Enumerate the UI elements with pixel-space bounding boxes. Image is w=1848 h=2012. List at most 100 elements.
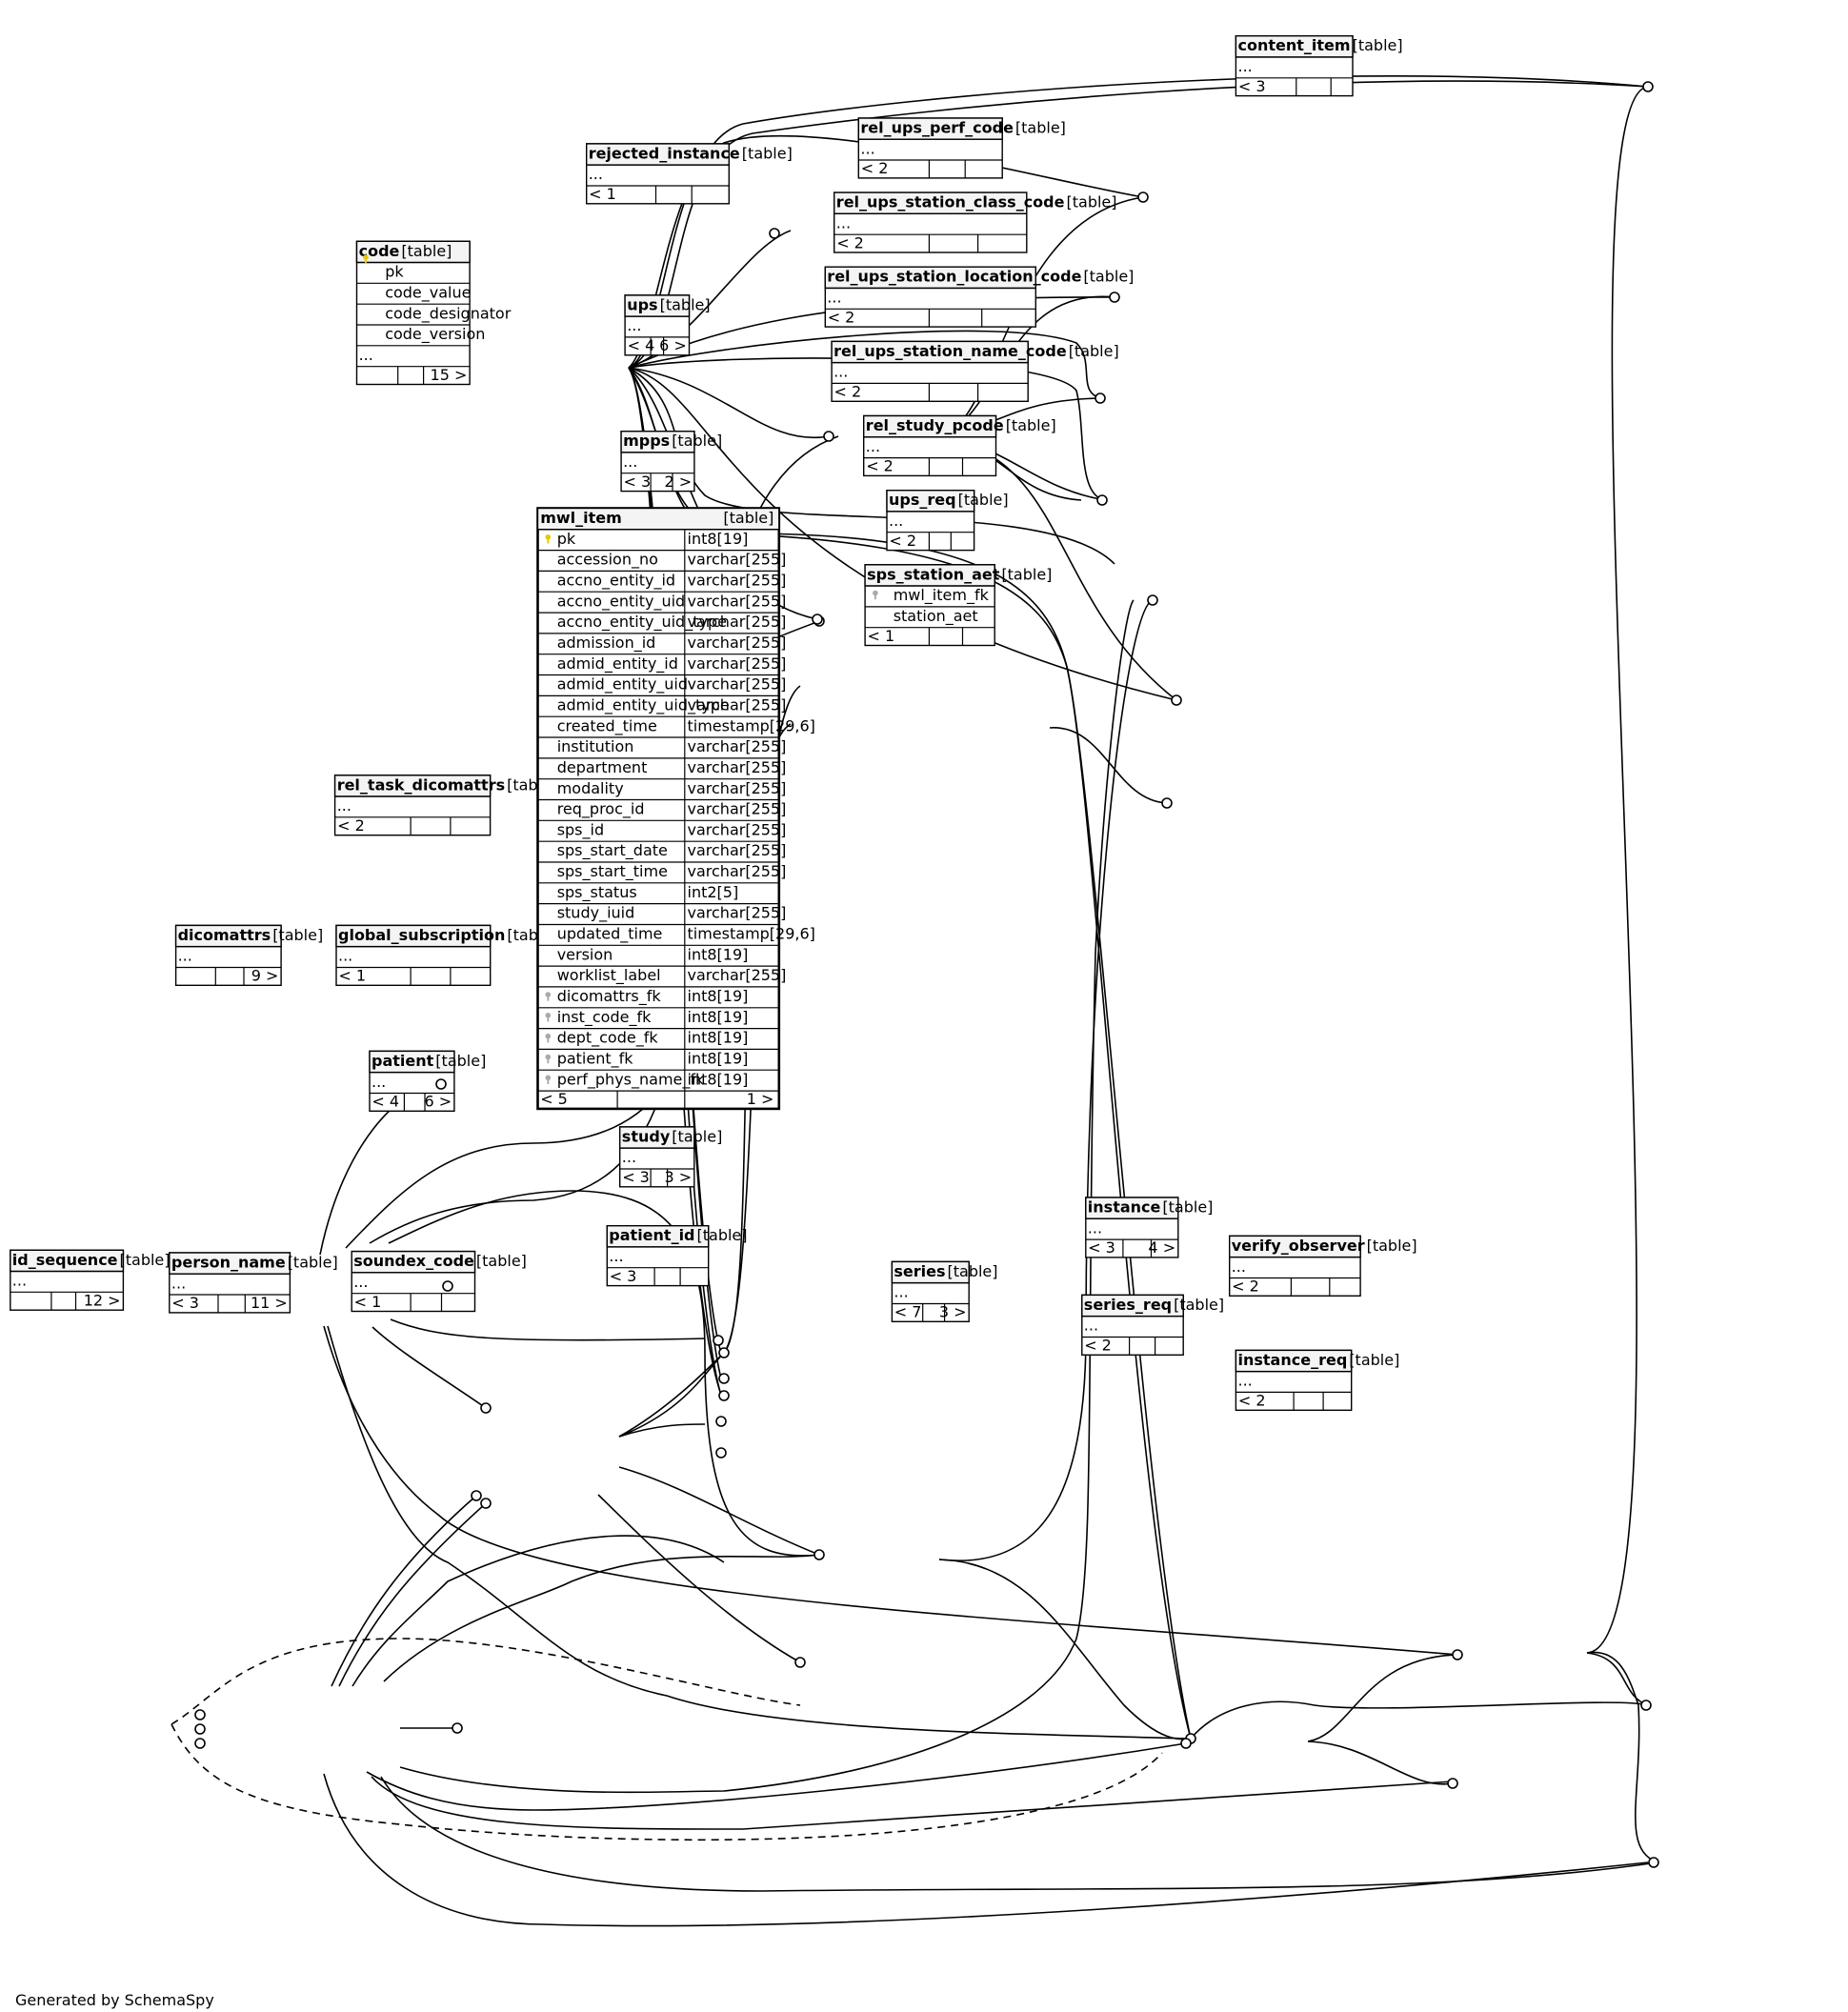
parent-count: < 2 <box>866 457 894 475</box>
relationship-line <box>618 1423 706 1438</box>
parent-count: < 1 <box>338 967 366 985</box>
column-name: station_aet <box>894 607 978 626</box>
relationship-line <box>372 1326 487 1409</box>
table-type-tag: [table] <box>1069 342 1119 360</box>
relationship-endpoint <box>1452 1649 1463 1660</box>
parent-count: < 1 <box>589 185 616 203</box>
relationship-line <box>352 1535 725 1687</box>
column-name: perf_phys_name_fk <box>557 1070 705 1089</box>
relationship-line <box>1586 1652 1649 1706</box>
column-type: varchar[255] <box>688 634 787 652</box>
column-type: varchar[255] <box>688 675 787 694</box>
relationship-line <box>366 1742 1187 1811</box>
table-rejected-instance: rejected_instance[table]...< 1 <box>586 143 793 205</box>
column-name: version <box>557 945 613 963</box>
table-name: rel_task_dicomattrs <box>337 775 505 794</box>
relationship-endpoint <box>1642 81 1654 92</box>
column-name: admid_entity_uid <box>557 675 688 694</box>
relationship-endpoint <box>823 431 834 442</box>
table-type-tag: [table] <box>1174 1296 1224 1314</box>
table-type-tag: [table] <box>1353 36 1403 54</box>
relationship-endpoint <box>194 1723 206 1735</box>
relationship-line <box>938 1559 1192 1740</box>
table-rel-ups-perf-code: rel_ups_perf_code[table]...< 2 <box>857 117 1066 179</box>
table-patient-id: patient_id[table]...< 3 <box>606 1224 748 1287</box>
child-count: 11 > <box>251 1294 288 1312</box>
table-name: code <box>359 242 400 260</box>
column-name: sps_id <box>557 820 604 839</box>
relationship-endpoint <box>442 1280 453 1292</box>
parent-count: < 2 <box>1238 1392 1266 1410</box>
relationship-endpoint <box>1095 392 1106 404</box>
relationship-line <box>628 80 1649 369</box>
column-name: pk <box>557 530 576 548</box>
relationship-endpoint <box>452 1722 463 1734</box>
table-type-tag: [table] <box>476 1252 527 1270</box>
more-columns: ... <box>860 139 874 157</box>
parent-count: < 4 <box>372 1093 399 1111</box>
parent-count: < 3 <box>1238 77 1266 95</box>
relationship-endpoint <box>715 1447 727 1459</box>
column-type: int8[19] <box>688 945 749 963</box>
relationship-endpoint <box>1096 494 1108 506</box>
column-name: code_value <box>385 283 471 302</box>
column-type: int8[19] <box>688 1050 749 1068</box>
more-columns: ... <box>623 453 637 471</box>
table-name: patient_id <box>609 1226 694 1244</box>
relationship-endpoint <box>794 1657 806 1668</box>
table-name: rel_ups_perf_code <box>860 118 1014 136</box>
relationship-line <box>628 367 830 439</box>
relationship-endpoint <box>1640 1700 1652 1711</box>
more-columns: ... <box>12 1272 27 1290</box>
relationship-line-implied <box>171 1723 1163 1841</box>
table-type-tag: [table] <box>1162 1198 1213 1217</box>
generated-by-footer: Generated by SchemaSpy <box>15 1991 214 2009</box>
relationship-line <box>380 1776 1658 1892</box>
table-soundex-code: soundex_code[table]...< 1 <box>351 1250 527 1313</box>
column-type: timestamp[29,6] <box>688 925 815 943</box>
column-name: accession_no <box>557 551 658 570</box>
child-count: 3 > <box>665 1168 693 1186</box>
column-name: dicomattrs_fk <box>557 987 662 1006</box>
parent-count: < 1 <box>354 1293 382 1311</box>
column-type: varchar[255] <box>688 696 787 714</box>
column-name: code_designator <box>385 304 512 323</box>
column-name: dept_code_fk <box>557 1029 659 1048</box>
table-rel-task-dicomattrs: rel_task_dicomattrs[table]...< 2 <box>333 775 557 836</box>
child-count: 9 > <box>251 967 279 985</box>
relationship-line <box>628 74 1649 369</box>
relationship-endpoint <box>814 1549 825 1560</box>
more-columns: ... <box>866 437 880 455</box>
relationship-endpoint <box>480 1402 492 1414</box>
more-columns: ... <box>337 796 352 815</box>
relationship-line <box>1307 1740 1454 1785</box>
relationship-line <box>1307 1654 1458 1742</box>
table-global-subscription: global_subscription[table]...< 1 <box>335 924 557 987</box>
column-name: sps_start_time <box>557 862 668 881</box>
child-count: 6 > <box>425 1093 452 1111</box>
more-columns: ... <box>609 1247 623 1265</box>
table-name: person_name <box>171 1254 286 1272</box>
column-name: admission_id <box>557 634 656 653</box>
relationship-line <box>399 599 1135 1794</box>
relationship-endpoint <box>718 1373 730 1384</box>
relationship-endpoint <box>194 1738 206 1749</box>
column-type: varchar[255] <box>688 551 787 569</box>
parent-count: < 2 <box>337 816 365 835</box>
relationship-endpoint <box>1648 1857 1659 1868</box>
relationship-endpoint <box>715 1416 727 1427</box>
table-name: mpps <box>623 432 670 450</box>
more-columns: ... <box>622 1148 636 1166</box>
more-columns: ... <box>171 1274 186 1292</box>
table-type-tag: [table] <box>272 926 323 944</box>
more-columns: ... <box>1238 1372 1253 1390</box>
relationship-endpoint <box>480 1498 492 1509</box>
table-type-tag: [table] <box>288 1254 338 1272</box>
child-count: 1 > <box>747 1090 774 1108</box>
relationship-line <box>338 1502 487 1687</box>
table-name: sps_station_aet <box>867 565 1000 583</box>
column-name: institution <box>557 737 634 755</box>
column-type: timestamp[29,6] <box>688 716 815 734</box>
column-type: varchar[255] <box>688 592 787 610</box>
